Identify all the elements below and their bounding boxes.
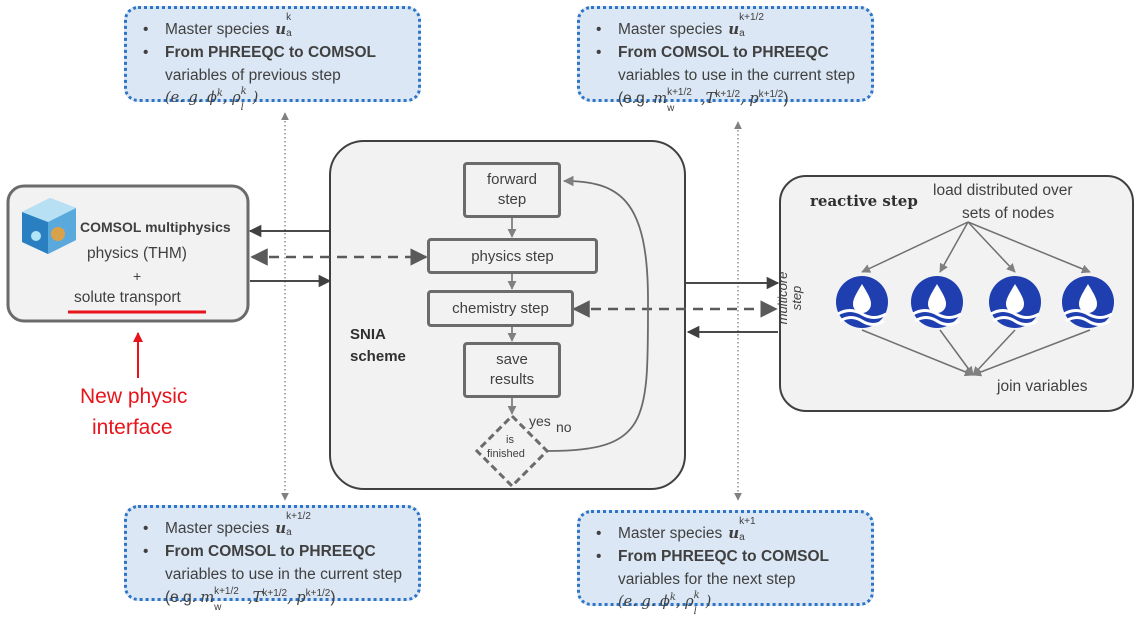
node-icon [989,276,1041,328]
comsol-title: COMSOL multiphysics [80,219,231,235]
snia-scheme-label: scheme [350,348,406,365]
physics-step: physics step [427,238,598,274]
node-icon [836,276,888,328]
decision-is: is [506,434,514,446]
load-distributed-label: load distributed over [933,182,1073,199]
comsol-solute-label: solute transport [74,289,181,306]
node-icon [1062,276,1114,328]
new-interface-line2: interface [92,416,173,439]
sets-of-nodes-label: sets of nodes [962,205,1055,222]
comsol-logo-icon [22,198,76,254]
decision-no: no [556,419,572,435]
reactive-title: reactive step [810,192,918,210]
join-variables-label: join variables [997,378,1088,395]
comsol-plus: + [133,268,142,284]
decision-diamond [474,413,550,489]
decision-finished: finished [487,448,525,460]
chemistry-step: chemistry step [427,290,574,327]
comsol-physics-label: physics (THM) [87,245,187,262]
decision-yes: yes [529,413,551,429]
snia-label: SNIA [350,326,386,343]
node-icon [911,276,963,328]
new-interface-line1: New physic [80,385,188,408]
